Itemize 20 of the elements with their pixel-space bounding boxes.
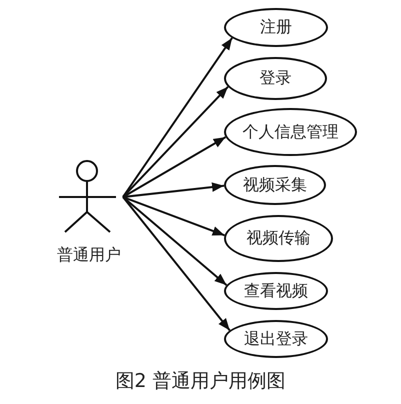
arrow [122, 86, 229, 198]
arrow [122, 196, 228, 286]
use-case-label: 登录 [260, 68, 292, 89]
use-case-label: 视频传输 [246, 228, 310, 249]
use-case-label: 退出登录 [244, 328, 308, 350]
arrow [122, 182, 224, 198]
arrow [122, 136, 226, 198]
arrow [122, 37, 233, 198]
use-case-ellipse [224, 57, 327, 100]
figure-caption: 图2 普通用户用例图 [114, 369, 287, 394]
use-case-ellipse [224, 272, 328, 310]
use-case-label: 查看视频 [244, 280, 308, 302]
use-case-label: 注册 [260, 17, 292, 38]
use-case-ellipse [224, 320, 328, 358]
arrow [122, 196, 225, 236]
use-case-label: 视频采集 [243, 174, 307, 196]
use-case-ellipse [224, 8, 328, 47]
arrow [122, 196, 230, 331]
use-case-label: 个人信息管理 [242, 122, 338, 142]
actor-label: 普通用户 [56, 245, 122, 266]
